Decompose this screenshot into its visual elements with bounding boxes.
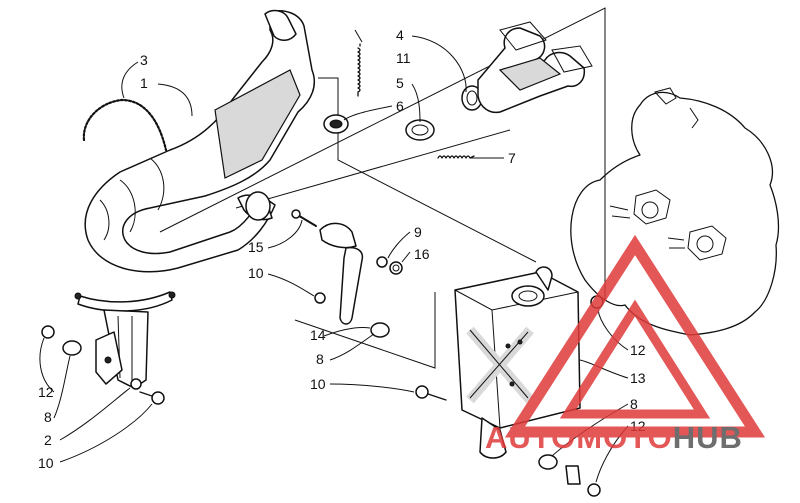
bolt-10-left-part bbox=[139, 391, 165, 405]
callout-14: 14 bbox=[310, 327, 326, 343]
callout-16: 16 bbox=[414, 246, 430, 262]
callout-10-lower: 10 bbox=[310, 376, 326, 392]
callout-10-mid: 10 bbox=[248, 265, 264, 281]
callout-10-left: 10 bbox=[38, 455, 54, 471]
spring-top bbox=[357, 43, 361, 97]
bolt-15-part bbox=[291, 209, 317, 227]
nut-12-lower-part bbox=[587, 483, 601, 497]
bolt-10-mid-part bbox=[314, 292, 326, 304]
bushing-8-lower-part bbox=[538, 454, 558, 470]
callout-4: 4 bbox=[396, 27, 404, 43]
callout-7: 7 bbox=[508, 150, 516, 166]
callout-5: 5 bbox=[396, 75, 404, 91]
nut-12-left-part bbox=[41, 325, 55, 339]
heat-shield-part bbox=[74, 291, 176, 312]
exhaust-pipe-part bbox=[84, 9, 316, 273]
callout-11: 11 bbox=[396, 50, 411, 66]
nut-16-part bbox=[389, 261, 403, 275]
callout-leaders bbox=[39, 35, 629, 483]
callout-labels: 3 1 4 11 5 6 7 9 16 15 10 14 8 12 13 8 1… bbox=[38, 27, 646, 471]
engine-outline bbox=[570, 87, 780, 336]
spring-7 bbox=[437, 155, 475, 159]
callout-6: 6 bbox=[396, 98, 404, 114]
y-manifold-part bbox=[477, 21, 593, 114]
callout-15: 15 bbox=[248, 239, 264, 255]
callout-13: 13 bbox=[630, 370, 646, 386]
callout-12-right: 12 bbox=[630, 342, 646, 358]
callout-1: 1 bbox=[140, 75, 148, 91]
bolt-10-lower-part bbox=[415, 385, 447, 401]
callout-8-right: 8 bbox=[630, 396, 638, 412]
washer-lower-part bbox=[565, 465, 581, 485]
bracket-14-part bbox=[339, 246, 364, 325]
washer-2-part bbox=[130, 378, 142, 390]
watermark-logo: AUTOMOTOHUB bbox=[485, 234, 766, 455]
watermark-hub: HUB bbox=[673, 420, 743, 455]
bushing-8-mid-part bbox=[370, 322, 390, 338]
callout-12-left: 12 bbox=[38, 384, 54, 400]
gasket-part bbox=[323, 114, 349, 134]
watermark-moto: MOTO bbox=[576, 420, 672, 455]
svg-text:AUTOMOTOHUB: AUTOMOTOHUB bbox=[485, 420, 743, 455]
mount-plate-part bbox=[319, 222, 357, 249]
nut-9-part bbox=[376, 256, 388, 268]
spring-clip-part bbox=[82, 98, 168, 152]
callout-9: 9 bbox=[414, 224, 422, 240]
seal-ring-part bbox=[405, 119, 435, 141]
exhaust-bracket-part bbox=[95, 309, 149, 389]
callout-8-left: 8 bbox=[44, 409, 52, 425]
watermark-auto: AUTO bbox=[485, 420, 576, 455]
callout-8-mid: 8 bbox=[316, 351, 324, 367]
bushing-8-left-part bbox=[62, 340, 82, 356]
callout-2: 2 bbox=[44, 432, 52, 448]
callout-3: 3 bbox=[140, 52, 148, 68]
